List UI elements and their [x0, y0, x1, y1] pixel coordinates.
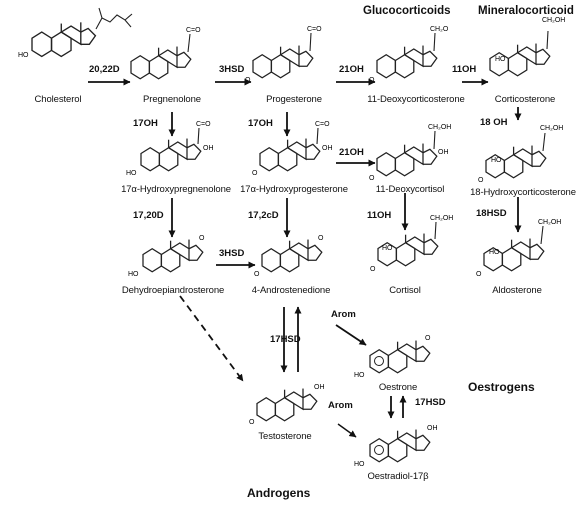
- svg-text:O: O: [318, 235, 324, 242]
- enzyme-11oh-a: 11OH: [452, 64, 477, 75]
- label-deoxycortisol: 11-Deoxycortisol: [375, 184, 445, 195]
- svg-text:OH: OH: [322, 145, 333, 152]
- svg-text:C=O: C=O: [315, 121, 330, 128]
- group-glucocorticoids: Glucocorticoids: [363, 5, 451, 17]
- svg-text:HO: HO: [18, 52, 29, 59]
- svg-text:HO: HO: [491, 157, 502, 164]
- label-dhea: Dehydroepiandrosterone: [121, 285, 225, 296]
- svg-text:HO: HO: [126, 170, 137, 177]
- svg-text:HO: HO: [354, 461, 365, 468]
- enzyme-20-22d: 20,22D: [89, 64, 120, 75]
- svg-text:OH: OH: [203, 145, 214, 152]
- label-deoxycorticosterone: 11-Deoxycorticosterone: [367, 94, 465, 105]
- arrow-arom-oestrone: [335, 324, 367, 346]
- enzyme-21oh-b: 21OH: [339, 147, 364, 158]
- svg-text:HO: HO: [354, 372, 365, 379]
- svg-text:O: O: [478, 177, 484, 184]
- svg-text:C=O: C=O: [186, 27, 201, 34]
- enzyme-3hsd-a: 3HSD: [219, 64, 245, 75]
- label-oestrone: Oestrone: [378, 382, 418, 393]
- enzyme-3hsd-b: 3HSD: [219, 248, 245, 259]
- svg-text:O: O: [370, 266, 376, 273]
- enzyme-18oh: 18 OH: [480, 117, 508, 128]
- enzyme-21oh-a: 21OH: [339, 64, 364, 75]
- label-oestradiol: Oestradiol-17β: [367, 471, 429, 482]
- deoxycortisol-structure: CH₂OH OH O: [369, 124, 451, 182]
- svg-text:O: O: [249, 419, 255, 426]
- svg-text:O: O: [476, 271, 482, 278]
- label-corticosterone: Corticosterone: [494, 94, 556, 105]
- label-pregnenolone: Pregnenolone: [143, 94, 201, 105]
- svg-text:O: O: [369, 175, 375, 182]
- enzyme-18hsd: 18HSD: [476, 208, 507, 219]
- svg-text:CH₂O: CH₂O: [430, 26, 449, 33]
- label-cholesterol: Cholesterol: [34, 94, 82, 105]
- aldosterone-structure: CH₂OH HO O: [476, 219, 561, 278]
- svg-text:HO: HO: [382, 245, 393, 252]
- svg-text:O: O: [252, 170, 258, 177]
- hydroxyprogesterone-structure: C=O OH O: [252, 121, 333, 177]
- label-aldosterone: Aldosterone: [492, 285, 542, 296]
- oestradiol-structure: OH HO: [354, 425, 438, 468]
- corticosterone-structure: CH₂OH HO: [489, 17, 565, 77]
- svg-text:C=O: C=O: [196, 121, 211, 128]
- svg-text:OH: OH: [438, 149, 449, 156]
- enzyme-17hsd-b: 17HSD: [415, 397, 446, 408]
- svg-text:CH₂OH: CH₂OH: [538, 219, 561, 226]
- svg-text:O: O: [245, 77, 251, 84]
- deoxycorticosterone-structure: CH₂O O: [369, 26, 449, 84]
- svg-text:O: O: [369, 77, 375, 84]
- androstenedione-structure: O O: [254, 235, 324, 278]
- enzyme-17oh-b: 17OH: [248, 118, 273, 129]
- testosterone-structure: OH O: [249, 384, 325, 426]
- label-testosterone: Testosterone: [258, 431, 312, 442]
- enzyme-arom-a: Arom: [331, 309, 356, 320]
- svg-text:CH₂OH: CH₂OH: [540, 125, 563, 132]
- svg-text:OH: OH: [314, 384, 325, 391]
- svg-text:O: O: [425, 335, 431, 342]
- label-hydroxyprogesterone: 17α-Hydroxyprogesterone: [240, 184, 348, 195]
- arrow-arom-oestradiol: [337, 423, 357, 438]
- svg-text:O: O: [199, 235, 205, 242]
- svg-text:CH₂OH: CH₂OH: [430, 215, 453, 222]
- arrow-dhea-testosterone-dashed: [179, 295, 244, 382]
- cortisol-structure: CH₂OH HO O: [370, 215, 453, 273]
- group-oestrogens: Oestrogens: [468, 380, 535, 394]
- enzyme-17hsd-a: 17HSD: [270, 334, 301, 345]
- enzyme-17-2cd: 17,2cD: [248, 210, 279, 221]
- group-mineralocorticoid: Mineralocorticoid: [478, 5, 574, 17]
- cholesterol-structure: HO: [18, 7, 133, 59]
- label-hydroxycorticosterone: 18-Hydroxycorticosterone: [470, 187, 576, 198]
- svg-text:HO: HO: [128, 271, 139, 278]
- enzyme-17oh-a: 17OH: [133, 118, 158, 129]
- group-androgens: Androgens: [247, 486, 311, 500]
- svg-text:HO: HO: [489, 249, 500, 256]
- label-hydroxypregnenolone: 17α-Hydroxypregnenolone: [121, 184, 231, 195]
- enzyme-11oh-b: 11OH: [367, 210, 392, 221]
- svg-text:CH₂OH: CH₂OH: [542, 17, 565, 24]
- label-androstenedione: 4-Androstenedione: [251, 285, 331, 296]
- svg-text:HO: HO: [495, 56, 506, 63]
- svg-text:O: O: [254, 271, 260, 278]
- enzyme-arom-b: Arom: [328, 400, 353, 411]
- hydroxycorticosterone-structure: CH₂OH HO O: [478, 125, 563, 184]
- svg-text:OH: OH: [427, 425, 438, 432]
- label-progesterone: Progesterone: [266, 94, 322, 105]
- pregnenolone-structure: C=O: [130, 27, 201, 80]
- enzyme-17-20d: 17,20D: [133, 210, 164, 221]
- progesterone-structure: C=O O: [245, 26, 322, 84]
- oestrone-structure: O HO: [354, 335, 431, 379]
- svg-text:CH₂OH: CH₂OH: [428, 124, 451, 131]
- hydroxypregnenolone-structure: C=O OH HO: [126, 121, 214, 177]
- svg-text:C=O: C=O: [307, 26, 322, 33]
- dhea-structure: O HO: [128, 235, 205, 278]
- label-cortisol: Cortisol: [389, 285, 421, 296]
